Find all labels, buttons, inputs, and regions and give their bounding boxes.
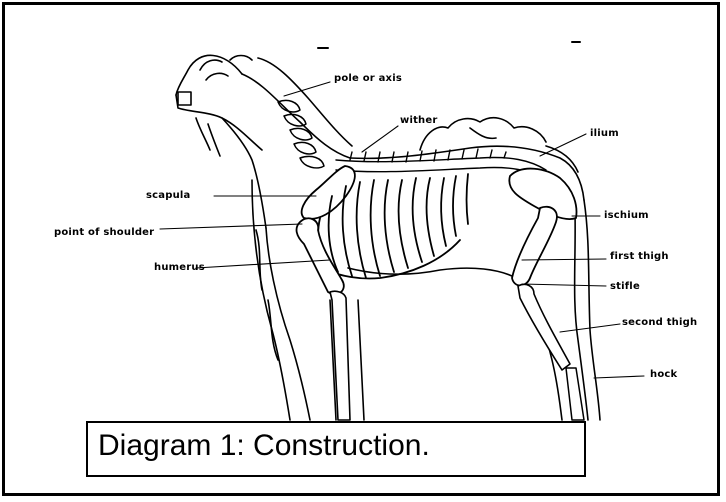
leader-pole-or-axis [284,82,330,96]
label-second-thigh: second thigh [622,317,697,328]
leader-point-of-shoulder [160,224,302,229]
leader-hock [594,376,644,378]
femur-bone [512,207,557,286]
scapula-bone [302,166,355,219]
leader-ilium [540,134,586,156]
leader-stifle [522,284,606,286]
label-wither: wither [400,115,437,126]
label-first-thigh: first thigh [610,251,669,262]
label-scapula: scapula [146,190,190,201]
nose-mark [178,92,191,105]
label-stifle: stifle [610,281,640,292]
label-point-of-shoulder: point of shoulder [54,227,154,238]
label-pole-or-axis: pole or axis [334,73,402,84]
cervical-vertebrae [278,100,324,168]
caption-text: Diagram 1: Construction. [98,429,430,463]
metatarsal-bone [566,368,584,420]
label-ilium: ilium [590,128,619,139]
label-hock: hock [650,369,677,380]
stray-marks [318,42,580,48]
humerus-bone [297,218,344,294]
label-ischium: ischium [604,210,649,221]
leader-wither [362,126,398,152]
tibia-bone [518,284,570,370]
label-humerus: humerus [154,262,205,273]
leader-lines [160,82,644,378]
leader-humerus [196,260,330,268]
caption-box: Diagram 1: Construction. [86,421,586,477]
